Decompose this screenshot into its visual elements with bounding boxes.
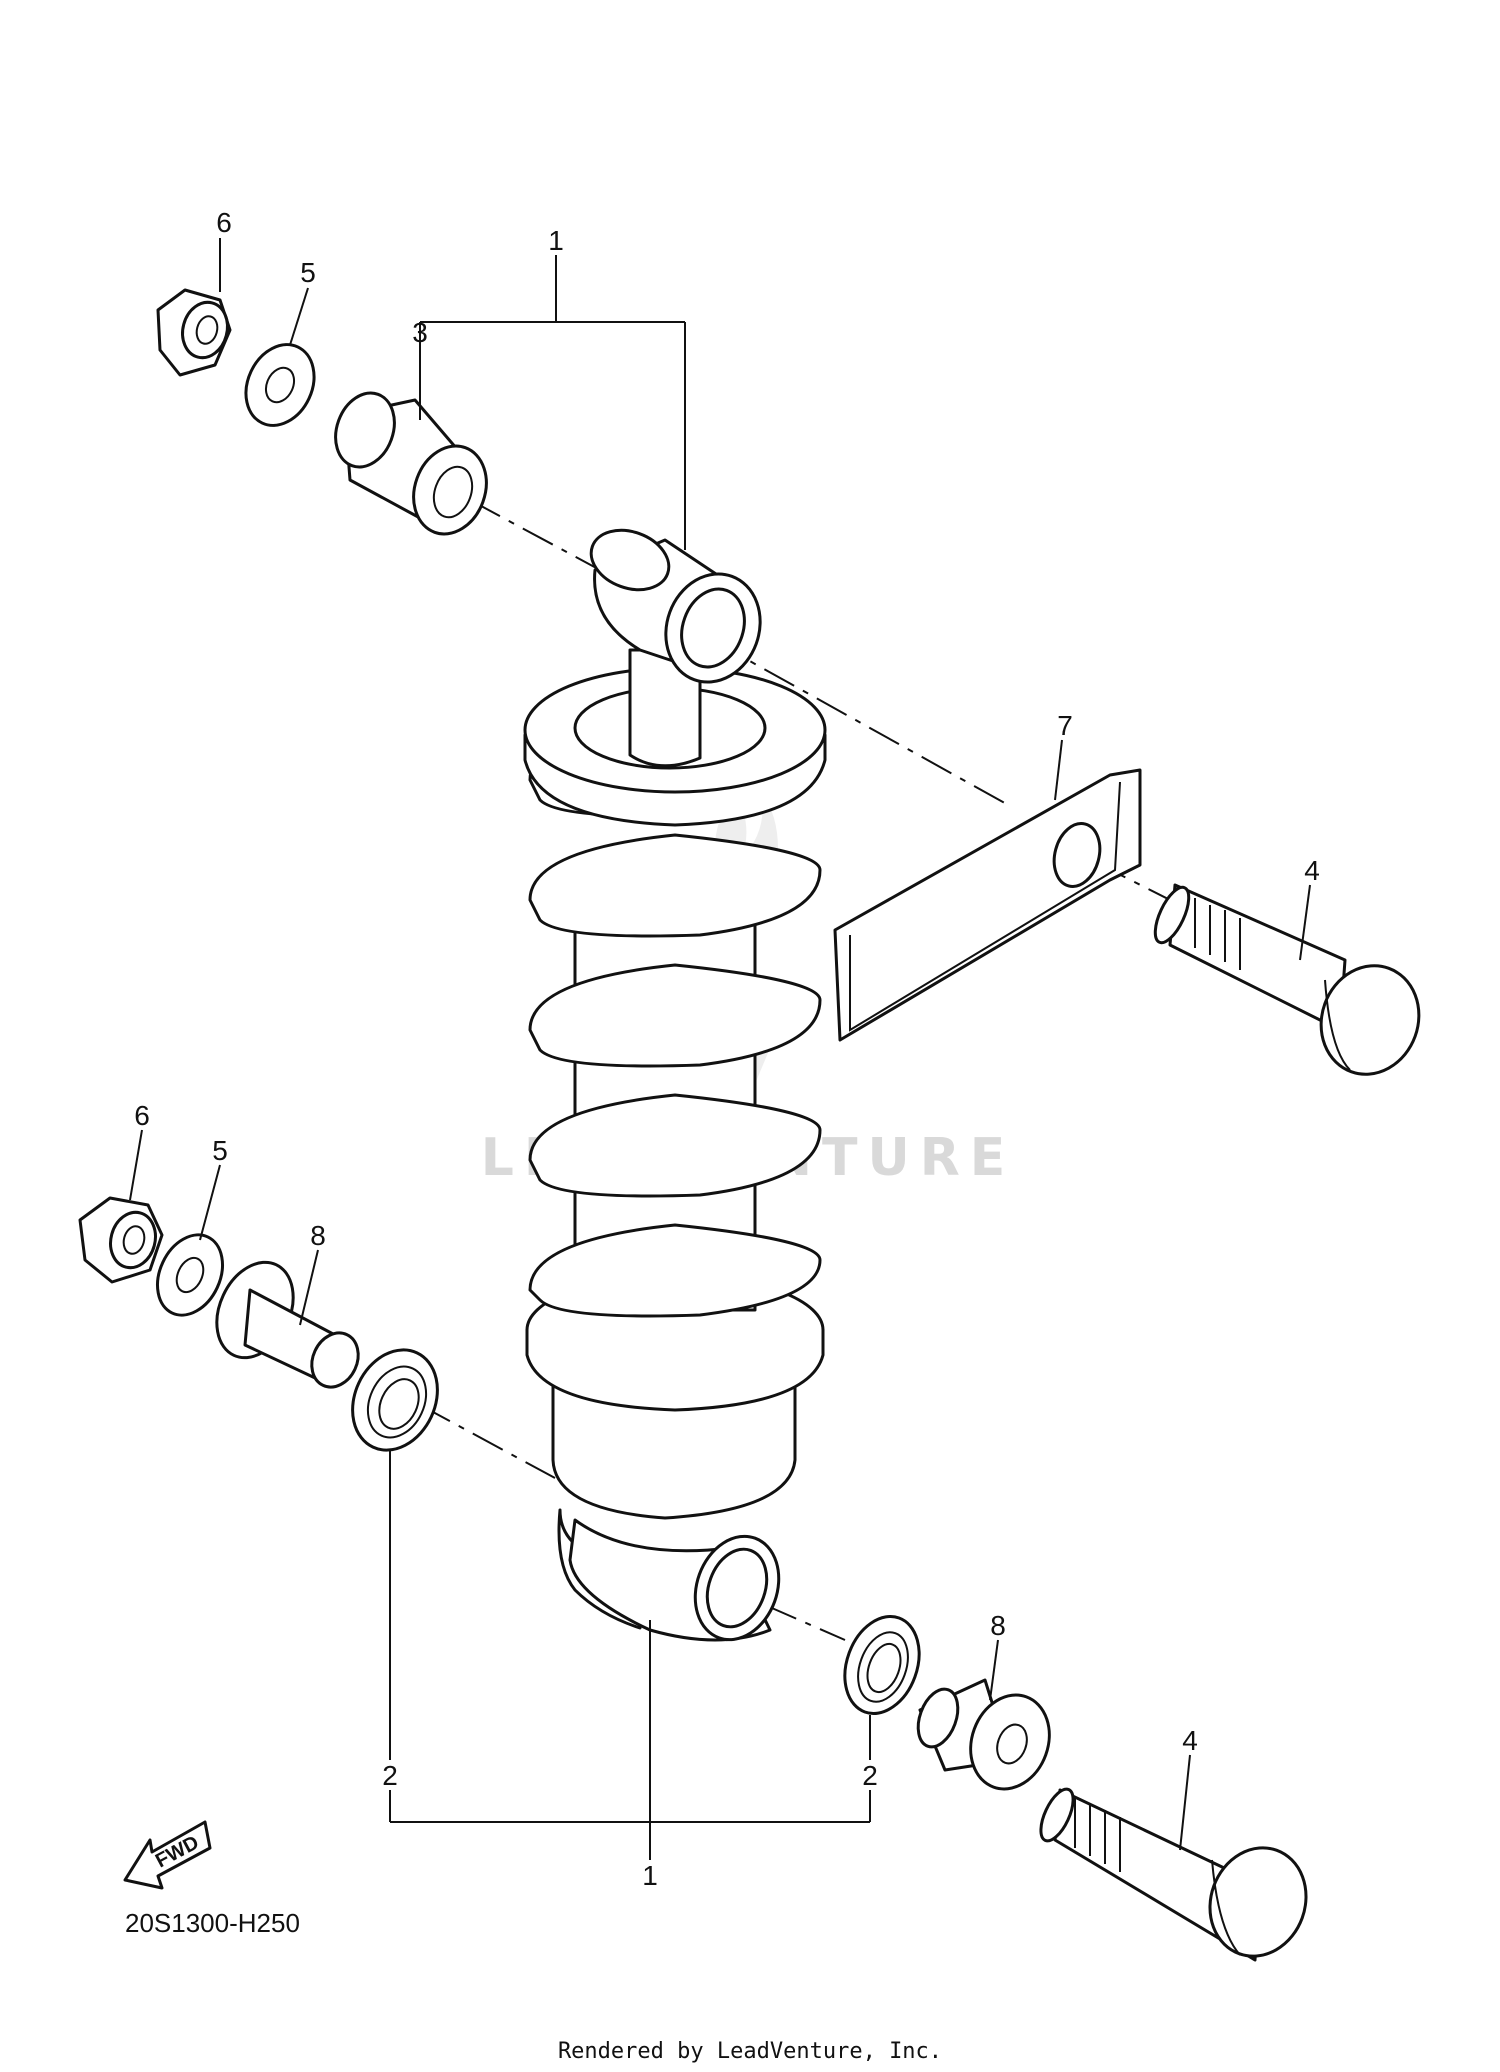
shock-upper-eye-inner bbox=[680, 587, 746, 669]
bolt-lower bbox=[1039, 1787, 1308, 1962]
callout-nut-lower: 6 bbox=[134, 1100, 150, 1131]
washer-lower bbox=[156, 1233, 224, 1317]
diagram-code: 20S1300-H250 bbox=[125, 1908, 300, 1938]
collar-lower-left bbox=[215, 1260, 360, 1389]
callout-collar-right: 8 bbox=[990, 1610, 1006, 1641]
centerline-bottom-left bbox=[419, 1404, 556, 1479]
bolt-upper bbox=[1153, 883, 1421, 1076]
callout-washer-upper: 5 bbox=[300, 257, 316, 288]
leader-lines bbox=[129, 238, 1311, 1860]
shock-absorber bbox=[523, 528, 827, 1642]
callout-bolt-lower: 4 bbox=[1182, 1725, 1198, 1756]
callout-bracket: 7 bbox=[1057, 710, 1073, 741]
bracket bbox=[833, 768, 1142, 1042]
callout-nut-upper: 6 bbox=[216, 207, 232, 238]
shock-lower-eye-inner bbox=[705, 1547, 769, 1629]
spring-coil-4 bbox=[528, 963, 822, 1068]
washer-upper bbox=[244, 343, 316, 427]
spring-coil-5 bbox=[528, 1093, 822, 1198]
fwd-arrow-icon: FWD bbox=[123, 1820, 212, 1890]
seal-lower-right bbox=[843, 1615, 921, 1715]
centerline-top-right bbox=[711, 639, 1011, 807]
callout-bushing: 3 bbox=[412, 317, 428, 348]
shock-upper-rod bbox=[628, 648, 702, 768]
bushing-upper bbox=[334, 391, 488, 536]
seal-lower-left bbox=[351, 1348, 439, 1452]
spring-coil-3 bbox=[528, 833, 822, 938]
nut-upper bbox=[156, 288, 232, 377]
shock-upper-eye-back bbox=[589, 528, 671, 592]
callout-seal-right: 2 bbox=[862, 1760, 878, 1791]
centerline-top-left bbox=[469, 499, 601, 571]
shock-lower-body bbox=[551, 1376, 797, 1520]
callout-washer-lower: 5 bbox=[212, 1135, 228, 1166]
callout-shock-bottom: 1 bbox=[642, 1860, 658, 1891]
callout-shock-top: 1 bbox=[548, 225, 564, 256]
collar-lower-right bbox=[916, 1678, 1051, 1791]
nut-lower bbox=[78, 1196, 164, 1284]
callout-seal-left: 2 bbox=[382, 1760, 398, 1791]
callout-bolt-upper: 4 bbox=[1304, 855, 1320, 886]
spring-lower-seat-rim bbox=[525, 1328, 825, 1412]
callout-collar-left: 8 bbox=[310, 1220, 326, 1251]
centerline-bottom-right bbox=[764, 1604, 846, 1641]
credit-text: Rendered by LeadVenture, Inc. bbox=[558, 2039, 942, 2064]
spring-coil-6 bbox=[528, 1223, 822, 1318]
